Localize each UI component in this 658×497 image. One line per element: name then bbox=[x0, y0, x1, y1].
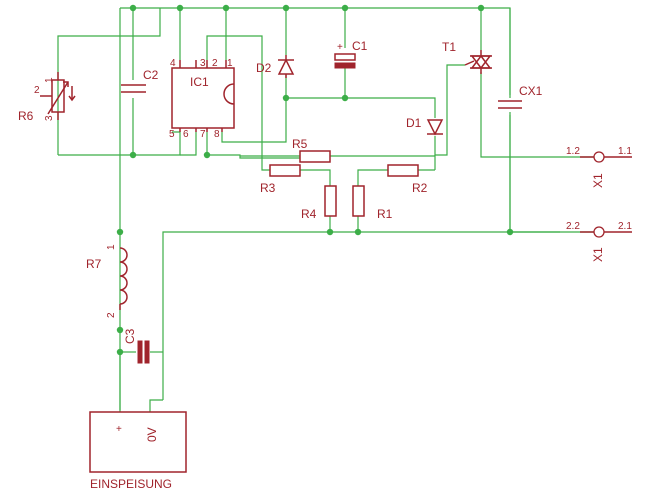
supply-name: EINSPEISUNG bbox=[90, 477, 172, 491]
ic1-label: IC1 bbox=[190, 75, 209, 89]
r4-resistor: R4 bbox=[301, 185, 337, 221]
d2-diode: D2 bbox=[256, 55, 295, 78]
supply-block: + 0V EINSPEISUNG bbox=[89, 411, 187, 491]
r7-pin2: 2 bbox=[106, 312, 117, 318]
ic1-pin3: 3 bbox=[200, 58, 206, 69]
x1-terminal-1: 1.2 1.1 X1 bbox=[566, 146, 632, 188]
cx1-capacitor: CX1 bbox=[498, 84, 543, 112]
r6-pin1: 1 bbox=[44, 77, 55, 83]
cx1-label: CX1 bbox=[519, 84, 543, 98]
c3-capacitor: C3 bbox=[123, 328, 150, 364]
junctions bbox=[116, 4, 514, 356]
r1-resistor: R1 bbox=[352, 185, 393, 221]
c2-label: C2 bbox=[143, 68, 159, 82]
r3-label: R3 bbox=[260, 181, 276, 195]
supply-0v: 0V bbox=[145, 427, 159, 442]
r5-resistor: R5 bbox=[292, 137, 331, 163]
r1-label: R1 bbox=[377, 207, 393, 221]
x1-pin11: 1.1 bbox=[618, 146, 632, 157]
d1-label: D1 bbox=[406, 116, 422, 130]
ic1-chip: IC1 4 3 2 1 5 6 7 8 bbox=[169, 58, 235, 140]
ic1-pin2: 2 bbox=[212, 58, 218, 69]
x1-pin22: 2.2 bbox=[566, 221, 580, 232]
supply-plus: + bbox=[116, 424, 122, 435]
ic1-pin5: 5 bbox=[169, 129, 175, 140]
c1-plus: + bbox=[337, 42, 343, 53]
ic1-pin8: 8 bbox=[214, 129, 220, 140]
x1-label-a: X1 bbox=[591, 173, 605, 188]
d1-diode: D1 bbox=[406, 116, 444, 136]
x1-pin12: 1.2 bbox=[566, 146, 580, 157]
r5-label: R5 bbox=[292, 137, 308, 151]
t1-label: T1 bbox=[442, 40, 456, 54]
r6-label: R6 bbox=[18, 109, 34, 123]
x1-label-b: X1 bbox=[591, 247, 605, 262]
ic1-pin7: 7 bbox=[200, 129, 206, 140]
r7-coil: R7 1 2 bbox=[86, 244, 128, 318]
r2-resistor: R2 bbox=[387, 164, 428, 195]
d2-label: D2 bbox=[256, 61, 272, 75]
wires bbox=[57, 7, 594, 412]
r6-pin3: 3 bbox=[44, 115, 55, 121]
r7-pin1: 1 bbox=[106, 244, 117, 250]
t1-triac: T1 bbox=[442, 40, 492, 74]
c2-capacitor: C2 bbox=[121, 68, 159, 98]
r6-pin2: 2 bbox=[34, 85, 40, 96]
c1-capacitor: + C1 bbox=[334, 39, 368, 69]
r4-label: R4 bbox=[301, 207, 317, 221]
r3-resistor: R3 bbox=[260, 164, 301, 195]
ic1-pin1: 1 bbox=[227, 58, 233, 69]
r6-potentiometer: R6 1 2 3 bbox=[18, 72, 76, 123]
ic1-pin4: 4 bbox=[170, 58, 176, 69]
ic1-pin6: 6 bbox=[183, 129, 189, 140]
x1-pin21: 2.1 bbox=[618, 221, 632, 232]
r2-label: R2 bbox=[412, 181, 428, 195]
c3-label: C3 bbox=[123, 328, 137, 344]
x1-terminal-2: 2.2 2.1 X1 bbox=[566, 221, 632, 262]
c1-label: C1 bbox=[352, 39, 368, 53]
r7-label: R7 bbox=[86, 257, 102, 271]
